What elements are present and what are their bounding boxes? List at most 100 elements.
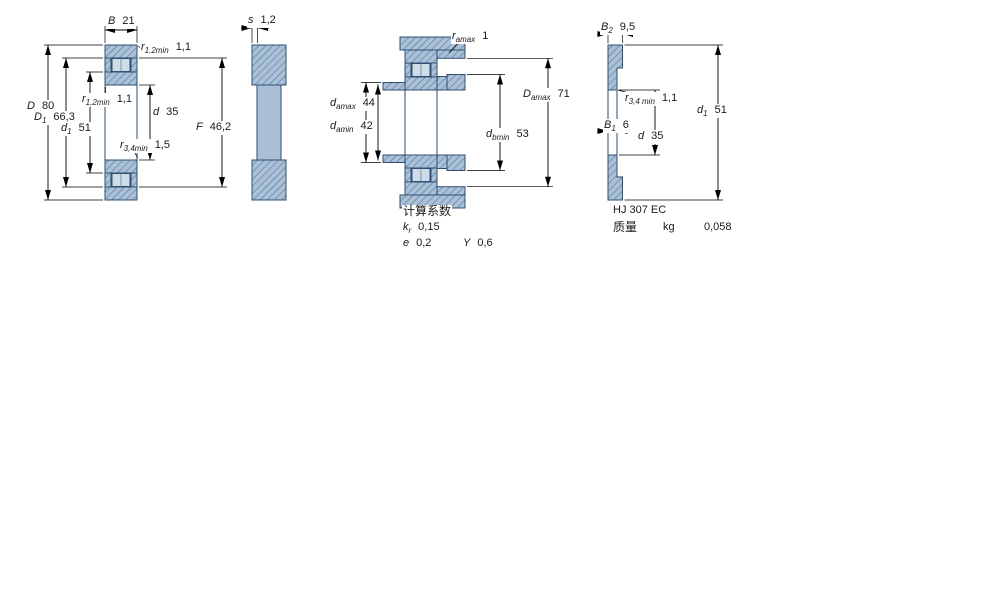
dim-symbol: r: [82, 93, 86, 105]
dim-label-D1: D1 66,3: [33, 111, 76, 126]
dim-label-r12-side: r1,2min 1,1: [81, 93, 133, 108]
dim-value: 1,1: [116, 93, 132, 105]
dim-value: 1: [482, 30, 489, 42]
dim-symbol: B: [108, 15, 116, 27]
housing-shoulder-bottom: [436, 186, 466, 196]
dim-value: 66,3: [53, 111, 75, 123]
inner-ring-bottom: [104, 159, 138, 174]
dim-value: 51: [714, 104, 727, 116]
flange-left-bottom: [404, 167, 412, 183]
mass-label: 质量: [612, 220, 639, 234]
flange-right-top: [430, 62, 438, 78]
dim-symbol: D: [34, 111, 42, 123]
dim-subscript: 1,2min: [144, 46, 169, 56]
dim-label-F: F 46,2: [195, 121, 233, 136]
ring-section-top: [251, 44, 287, 86]
inner-ring-top: [404, 76, 438, 91]
dim-symbol: s: [248, 14, 254, 26]
dim-symbol: B: [601, 21, 609, 33]
outer-ring-bottom: [104, 186, 138, 201]
dim-symbol: d: [153, 106, 160, 118]
dim-symbol: D: [27, 100, 35, 112]
factor-symbol: e: [403, 237, 410, 249]
dim-value: 9,5: [619, 21, 636, 33]
factor-kr: kr 0,15: [402, 221, 441, 236]
bore-silhouette: [404, 89, 438, 156]
factor-value: 0,6: [477, 237, 493, 249]
dim-symbol: B: [604, 119, 612, 131]
outer-ring-bottom: [404, 181, 438, 196]
outer-ring-top: [104, 44, 138, 59]
dim-subscript: 1: [41, 116, 47, 126]
abutment-shoulder-bottom: [446, 154, 466, 171]
outer-ring-flange-left-top: [104, 57, 112, 73]
dim-label-ring-d1: d1 51: [696, 104, 728, 119]
dim-value: 44: [362, 97, 375, 109]
factor-value: 0,15: [418, 221, 440, 233]
factor-value: 0,2: [416, 237, 432, 249]
dim-symbol: d: [61, 122, 68, 134]
inner-ring-top: [104, 71, 138, 86]
dim-symbol: r: [625, 92, 629, 104]
side-section-drawing: [251, 44, 287, 201]
dim-symbol: D: [523, 88, 531, 100]
dim-subscript: 3,4min: [123, 144, 148, 154]
angle-ring-flange-bottom: [436, 154, 448, 169]
dim-subscript: 1: [67, 127, 72, 137]
angle-ring-section-bottom: [607, 154, 623, 201]
shaft-shoulder-top: [382, 82, 406, 91]
outer-ring-flange-right-bottom: [130, 172, 138, 188]
dim-value: 53: [516, 128, 529, 140]
ring-cylinder-face: [256, 84, 282, 161]
dim-value: 42: [360, 120, 373, 132]
dim-subscript: 1,2min: [85, 98, 110, 108]
dim-value: 6: [622, 119, 629, 131]
factor-symbol: k: [403, 221, 409, 233]
factor-Y: Y 0,6: [462, 237, 494, 252]
mass-unit: kg: [662, 221, 676, 234]
calculation-factors-title: 计算系数: [402, 204, 453, 218]
dim-value: 71: [557, 88, 570, 100]
dim-value: 21: [122, 15, 135, 27]
factor-subscript: r: [408, 226, 412, 236]
outer-ring-flange-right-top: [130, 57, 138, 73]
angle-ring-section-top: [607, 44, 623, 91]
inner-ring-bottom: [404, 154, 438, 169]
dim-label-B: B 21: [107, 15, 136, 30]
outer-ring-flange-left-bottom: [104, 172, 112, 188]
dim-value: 35: [651, 130, 664, 142]
dim-symbol: F: [196, 121, 203, 133]
dim-value: 1,1: [661, 92, 678, 104]
angle-ring-drawing: [607, 44, 623, 201]
ring-section-bottom: [251, 159, 287, 201]
dim-subscript: 1: [611, 124, 616, 134]
dim-value: 35: [166, 106, 179, 118]
dim-symbol: r: [452, 30, 456, 42]
mounted-section-drawing: [382, 36, 466, 209]
outer-ring-top: [404, 49, 438, 64]
dim-label-d: d 35: [152, 106, 180, 121]
dim-value: 46,2: [209, 121, 232, 133]
angle-ring-flange-top: [436, 76, 448, 91]
dim-subscript: bmin: [492, 133, 510, 143]
dim-subscript: amax: [336, 102, 356, 112]
flange-right-bottom: [430, 167, 438, 183]
mass-value: 0,058: [703, 221, 733, 234]
dim-symbol: d: [697, 104, 704, 116]
factor-symbol: Y: [463, 237, 471, 249]
dim-subscript: 1: [703, 109, 708, 119]
dim-symbol: r: [141, 41, 145, 53]
dim-symbol: d: [330, 120, 337, 132]
